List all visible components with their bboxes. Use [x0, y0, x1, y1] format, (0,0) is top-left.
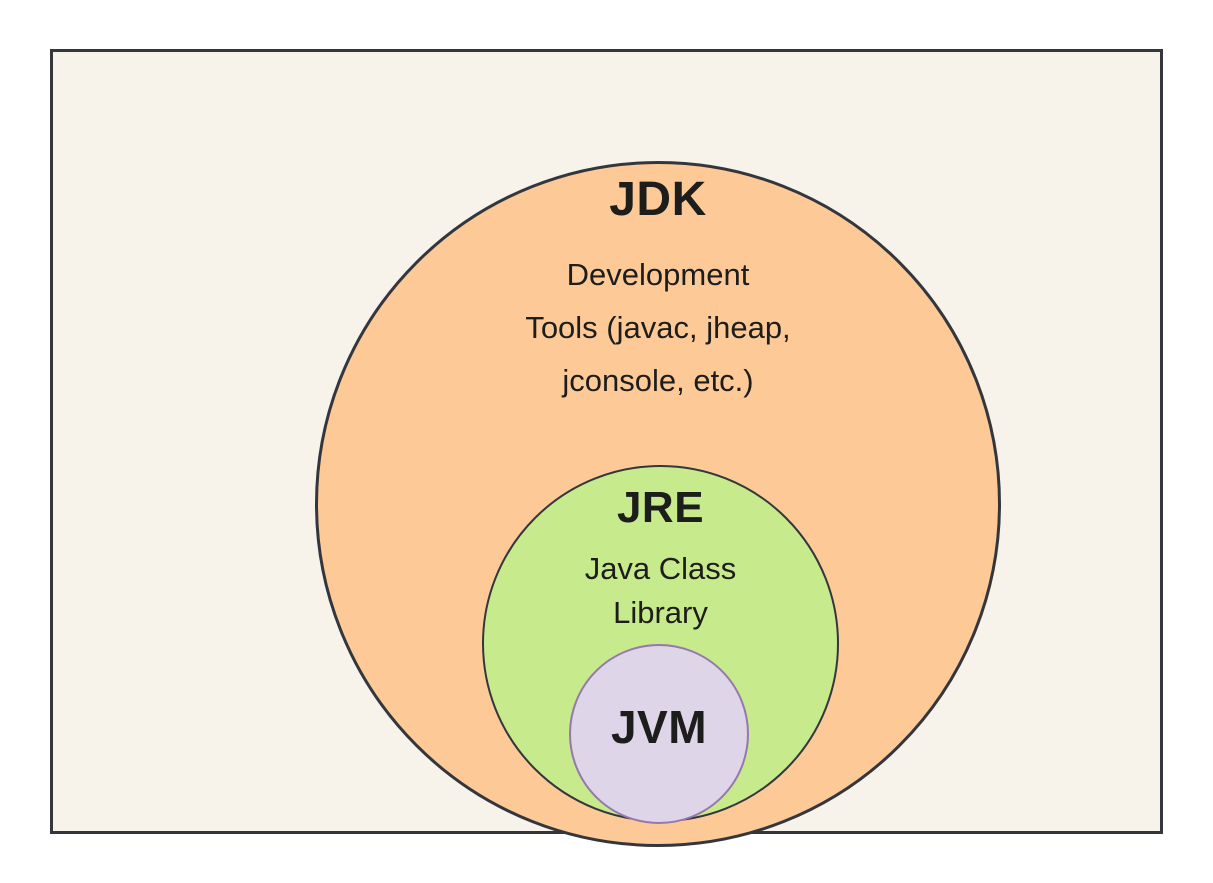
jdk-description: Development Tools (javac, jheap, jconsol…: [315, 248, 1001, 407]
jdk-description-line: Tools (javac, jheap,: [525, 310, 791, 345]
jre-description: Java Class Library: [482, 547, 839, 635]
jre-description-line: Java Class: [584, 551, 737, 586]
jdk-description-line: Development: [566, 257, 750, 292]
jre-description-line: Library: [613, 595, 708, 630]
jvm-circle: [569, 644, 749, 824]
jdk-label: JDK: [609, 173, 707, 226]
jre-label: JRE: [616, 483, 705, 532]
jvm-label: JVM: [610, 701, 708, 753]
diagram-frame: JDK Development Tools (javac, jheap, jco…: [50, 49, 1163, 847]
jdk-description-line: jconsole, etc.): [562, 363, 754, 398]
